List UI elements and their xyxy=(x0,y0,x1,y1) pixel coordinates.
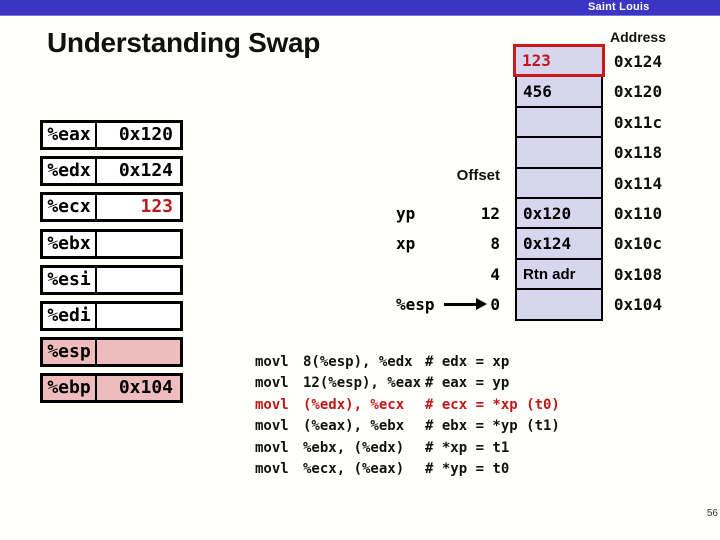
register-row-edx: %edx 0x124 xyxy=(40,156,183,186)
register-value: 0x104 xyxy=(118,377,173,398)
memory-cell: 0x124 xyxy=(515,227,603,260)
code-operands: (%edx), %ecx xyxy=(303,396,405,413)
register-row-esi: %esi xyxy=(40,265,183,295)
memory-cell-value: 0x124 xyxy=(523,234,572,253)
code-line: movl 12(%esp), %eax # eax = yp xyxy=(255,375,720,396)
memory-cell-value: 123 xyxy=(522,51,551,70)
offset-row-label-yp: yp xyxy=(396,204,416,223)
register-name: %edx xyxy=(43,159,97,183)
code-line: movl %ebx, (%edx) # *xp = t1 xyxy=(255,440,720,461)
register-name: %esi xyxy=(43,268,97,292)
offset-row-value: 0 xyxy=(490,295,500,314)
register-value xyxy=(97,304,180,328)
code-comment: # ecx = *xp (t0) xyxy=(425,396,560,413)
code-line: movl %ecx, (%eax) # *yp = t0 xyxy=(255,461,720,482)
code-line: movl 8(%esp), %edx # edx = xp xyxy=(255,354,720,375)
register-row-ecx: %ecx 123 xyxy=(40,192,183,222)
code-comment: # eax = yp xyxy=(425,375,510,392)
memory-cell-value: 0x120 xyxy=(523,204,572,223)
code-comment: # *xp = t1 xyxy=(425,439,510,456)
code-operands: 12(%esp), %eax xyxy=(303,375,422,392)
memory-cell-value: 456 xyxy=(523,82,552,101)
code-mnemonic: movl xyxy=(255,439,289,456)
address-label: 0x120 xyxy=(613,82,663,101)
assembly-code-block: movl 8(%esp), %edx # edx = xp movl 12(%e… xyxy=(255,354,720,482)
memory-cell-value: Rtn adr xyxy=(523,266,576,283)
register-value: 0x124 xyxy=(118,160,173,181)
register-name: %ebp xyxy=(43,376,97,400)
memory-cell xyxy=(515,288,603,321)
register-name: %ecx xyxy=(43,195,97,219)
address-column-header: Address xyxy=(609,29,667,45)
memory-cell: Rtn adr xyxy=(515,258,603,291)
register-row-ebp: %ebp 0x104 xyxy=(40,373,183,403)
code-comment: # ebx = *yp (t1) xyxy=(425,418,560,435)
code-mnemonic: movl xyxy=(255,460,289,477)
register-name: %edi xyxy=(43,304,97,328)
offset-row-value: 4 xyxy=(490,265,500,284)
offset-row-label-esp: %esp xyxy=(396,295,435,314)
address-label: 0x11c xyxy=(613,113,663,132)
offset-header: Offset xyxy=(456,167,500,184)
code-line-highlighted: movl (%edx), %ecx # ecx = *xp (t0) xyxy=(255,397,720,418)
register-row-ebx: %ebx xyxy=(40,229,183,259)
address-label: 0x10c xyxy=(613,234,663,253)
address-label: 0x104 xyxy=(613,295,663,314)
code-mnemonic: movl xyxy=(255,396,289,413)
address-label: 0x124 xyxy=(613,52,663,71)
memory-cell: 0x120 xyxy=(515,197,603,230)
register-value xyxy=(97,268,180,292)
register-name: %esp xyxy=(43,340,97,364)
register-value xyxy=(97,340,180,364)
page-number: 56 xyxy=(706,508,718,519)
offset-row-value: 12 xyxy=(480,204,500,223)
address-label: 0x114 xyxy=(613,174,663,193)
register-value xyxy=(97,232,180,256)
address-label: 0x108 xyxy=(613,265,663,284)
code-operands: (%eax), %ebx xyxy=(303,418,405,435)
code-operands: %ebx, (%edx) xyxy=(303,439,405,456)
top-brand-bar: Saint Louis xyxy=(0,0,720,16)
address-label: 0x118 xyxy=(613,143,663,162)
memory-cell xyxy=(515,106,603,139)
register-row-edi: %edi xyxy=(40,301,183,331)
register-row-eax: %eax 0x120 xyxy=(40,120,183,150)
brand-label: Saint Louis xyxy=(588,1,650,13)
offset-row-value: 8 xyxy=(490,234,500,253)
register-name: %eax xyxy=(43,123,97,147)
memory-cell xyxy=(515,136,603,169)
code-operands: %ecx, (%eax) xyxy=(303,460,405,477)
code-mnemonic: movl xyxy=(255,375,289,392)
address-label: 0x110 xyxy=(613,204,663,223)
esp-arrow xyxy=(444,303,478,306)
offset-row-label-xp: xp xyxy=(396,234,416,253)
memory-cell: 456 xyxy=(515,75,603,108)
register-name: %ebx xyxy=(43,232,97,256)
code-mnemonic: movl xyxy=(255,418,289,435)
code-comment: # edx = xp xyxy=(425,354,510,370)
register-row-esp: %esp xyxy=(40,337,183,367)
register-value: 0x120 xyxy=(118,124,173,145)
code-line: movl (%eax), %ebx # ebx = *yp (t1) xyxy=(255,418,720,439)
memory-cell: 123 xyxy=(513,44,605,77)
code-mnemonic: movl xyxy=(255,354,289,370)
code-comment: # *yp = t0 xyxy=(425,460,510,477)
page-title: Understanding Swap xyxy=(47,27,321,58)
memory-cell xyxy=(515,167,603,200)
esp-arrow-head-icon xyxy=(476,298,487,310)
code-operands: 8(%esp), %edx xyxy=(303,354,413,370)
register-value-highlighted: 123 xyxy=(140,196,173,217)
